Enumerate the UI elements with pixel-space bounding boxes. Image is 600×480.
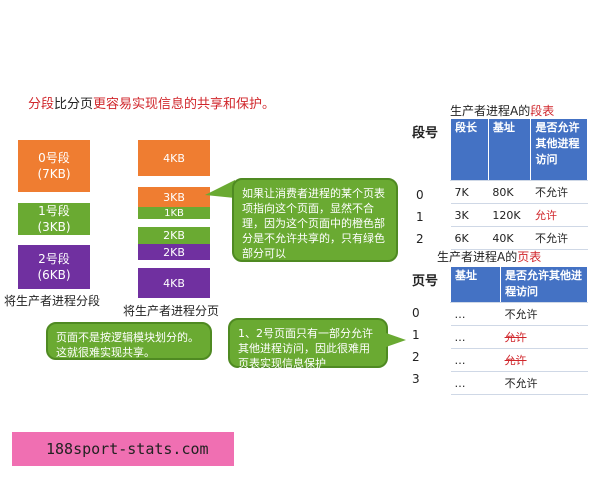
- page-block-5: 4KB: [138, 268, 210, 298]
- page-row-label-1: 1: [412, 328, 420, 342]
- pages-caption: 将生产者进程分页: [123, 304, 220, 318]
- segment-2-name: 2号段: [38, 252, 70, 266]
- page-block-4: 2KB: [138, 244, 210, 260]
- headline-keyword: 分段: [28, 97, 55, 112]
- table-row: 7K 80K 不允许: [450, 180, 588, 204]
- watermark-banner: 188sport-stats.com: [12, 432, 234, 466]
- page-row-label-3: 3: [412, 372, 420, 386]
- segment-2-size: (6KB): [37, 268, 71, 282]
- page-table-header-access: 是否允许其他进程访问: [500, 266, 588, 303]
- callout-main: 如果让消费者进程的某个页表项指向这个页面，显然不合理，因为这个页面中的橙色部分是…: [232, 178, 398, 262]
- page-row-label-2: 2: [412, 350, 420, 364]
- segment-0-block: 0号段 (7KB): [18, 140, 90, 192]
- headline-mid: 比分页: [54, 97, 94, 112]
- page-table-row-header: 页号: [412, 274, 439, 289]
- page-block-2: 1KB: [138, 207, 210, 219]
- segment-1-size: (3KB): [37, 220, 71, 234]
- page-table: 基址 是否允许其他进程访问 … 不允许 … 允许 … 允许 … 不允许: [449, 266, 588, 395]
- table-row: … 不允许: [450, 371, 588, 395]
- table-row: … 不允许: [450, 302, 588, 326]
- segment-0-name: 0号段: [38, 151, 70, 165]
- table-row: 6K 40K 不允许: [450, 226, 588, 250]
- page-table-title: 生产者进程A的页表: [437, 250, 542, 264]
- segment-table-header-access: 是否允许其他进程访问: [530, 118, 588, 181]
- segment-2-block: 2号段 (6KB): [18, 245, 90, 289]
- page-block-3: 2KB: [138, 227, 210, 244]
- segment-1-name: 1号段: [38, 204, 70, 218]
- table-row: 3K 120K 允许: [450, 203, 588, 227]
- page-row-label-0: 0: [412, 306, 420, 320]
- segment-row-label-2: 2: [416, 232, 424, 246]
- segment-table: 段长 基址 是否允许其他进程访问 7K 80K 不允许 3K 120K 允许 6…: [450, 118, 588, 250]
- segment-row-label-0: 0: [416, 188, 424, 202]
- headline-tail: 更容易实现信息的共享和保护。: [93, 97, 276, 112]
- page-table-header-base: 基址: [449, 266, 502, 303]
- segment-0-size: (7KB): [37, 167, 71, 181]
- page-block-1: 3KB: [138, 187, 210, 207]
- headline: 分段比分页更容易实现信息的共享和保护。: [28, 93, 275, 112]
- callout-pointer: [205, 180, 235, 198]
- callout-bottom: 1、2号页面只有一部分允许其他进程访问，因此很难用页表实现信息保护: [228, 318, 388, 370]
- segment-table-row-header: 段号: [412, 126, 439, 141]
- segment-1-block: 1号段 (3KB): [18, 203, 90, 235]
- segment-table-header-base: 基址: [487, 118, 532, 181]
- segments-caption: 将生产者进程分段: [4, 294, 101, 308]
- table-row: … 允许: [450, 348, 588, 372]
- callout-bottom-pointer: [386, 333, 406, 347]
- segment-row-label-1: 1: [416, 210, 424, 224]
- page-block-0: 4KB: [138, 140, 210, 176]
- segment-table-title: 生产者进程A的段表: [450, 104, 555, 118]
- table-row: … 允许: [450, 325, 588, 349]
- callout-left: 页面不是按逻辑模块划分的。这就很难实现共享。: [46, 322, 212, 360]
- segment-table-header-length: 段长: [450, 118, 489, 181]
